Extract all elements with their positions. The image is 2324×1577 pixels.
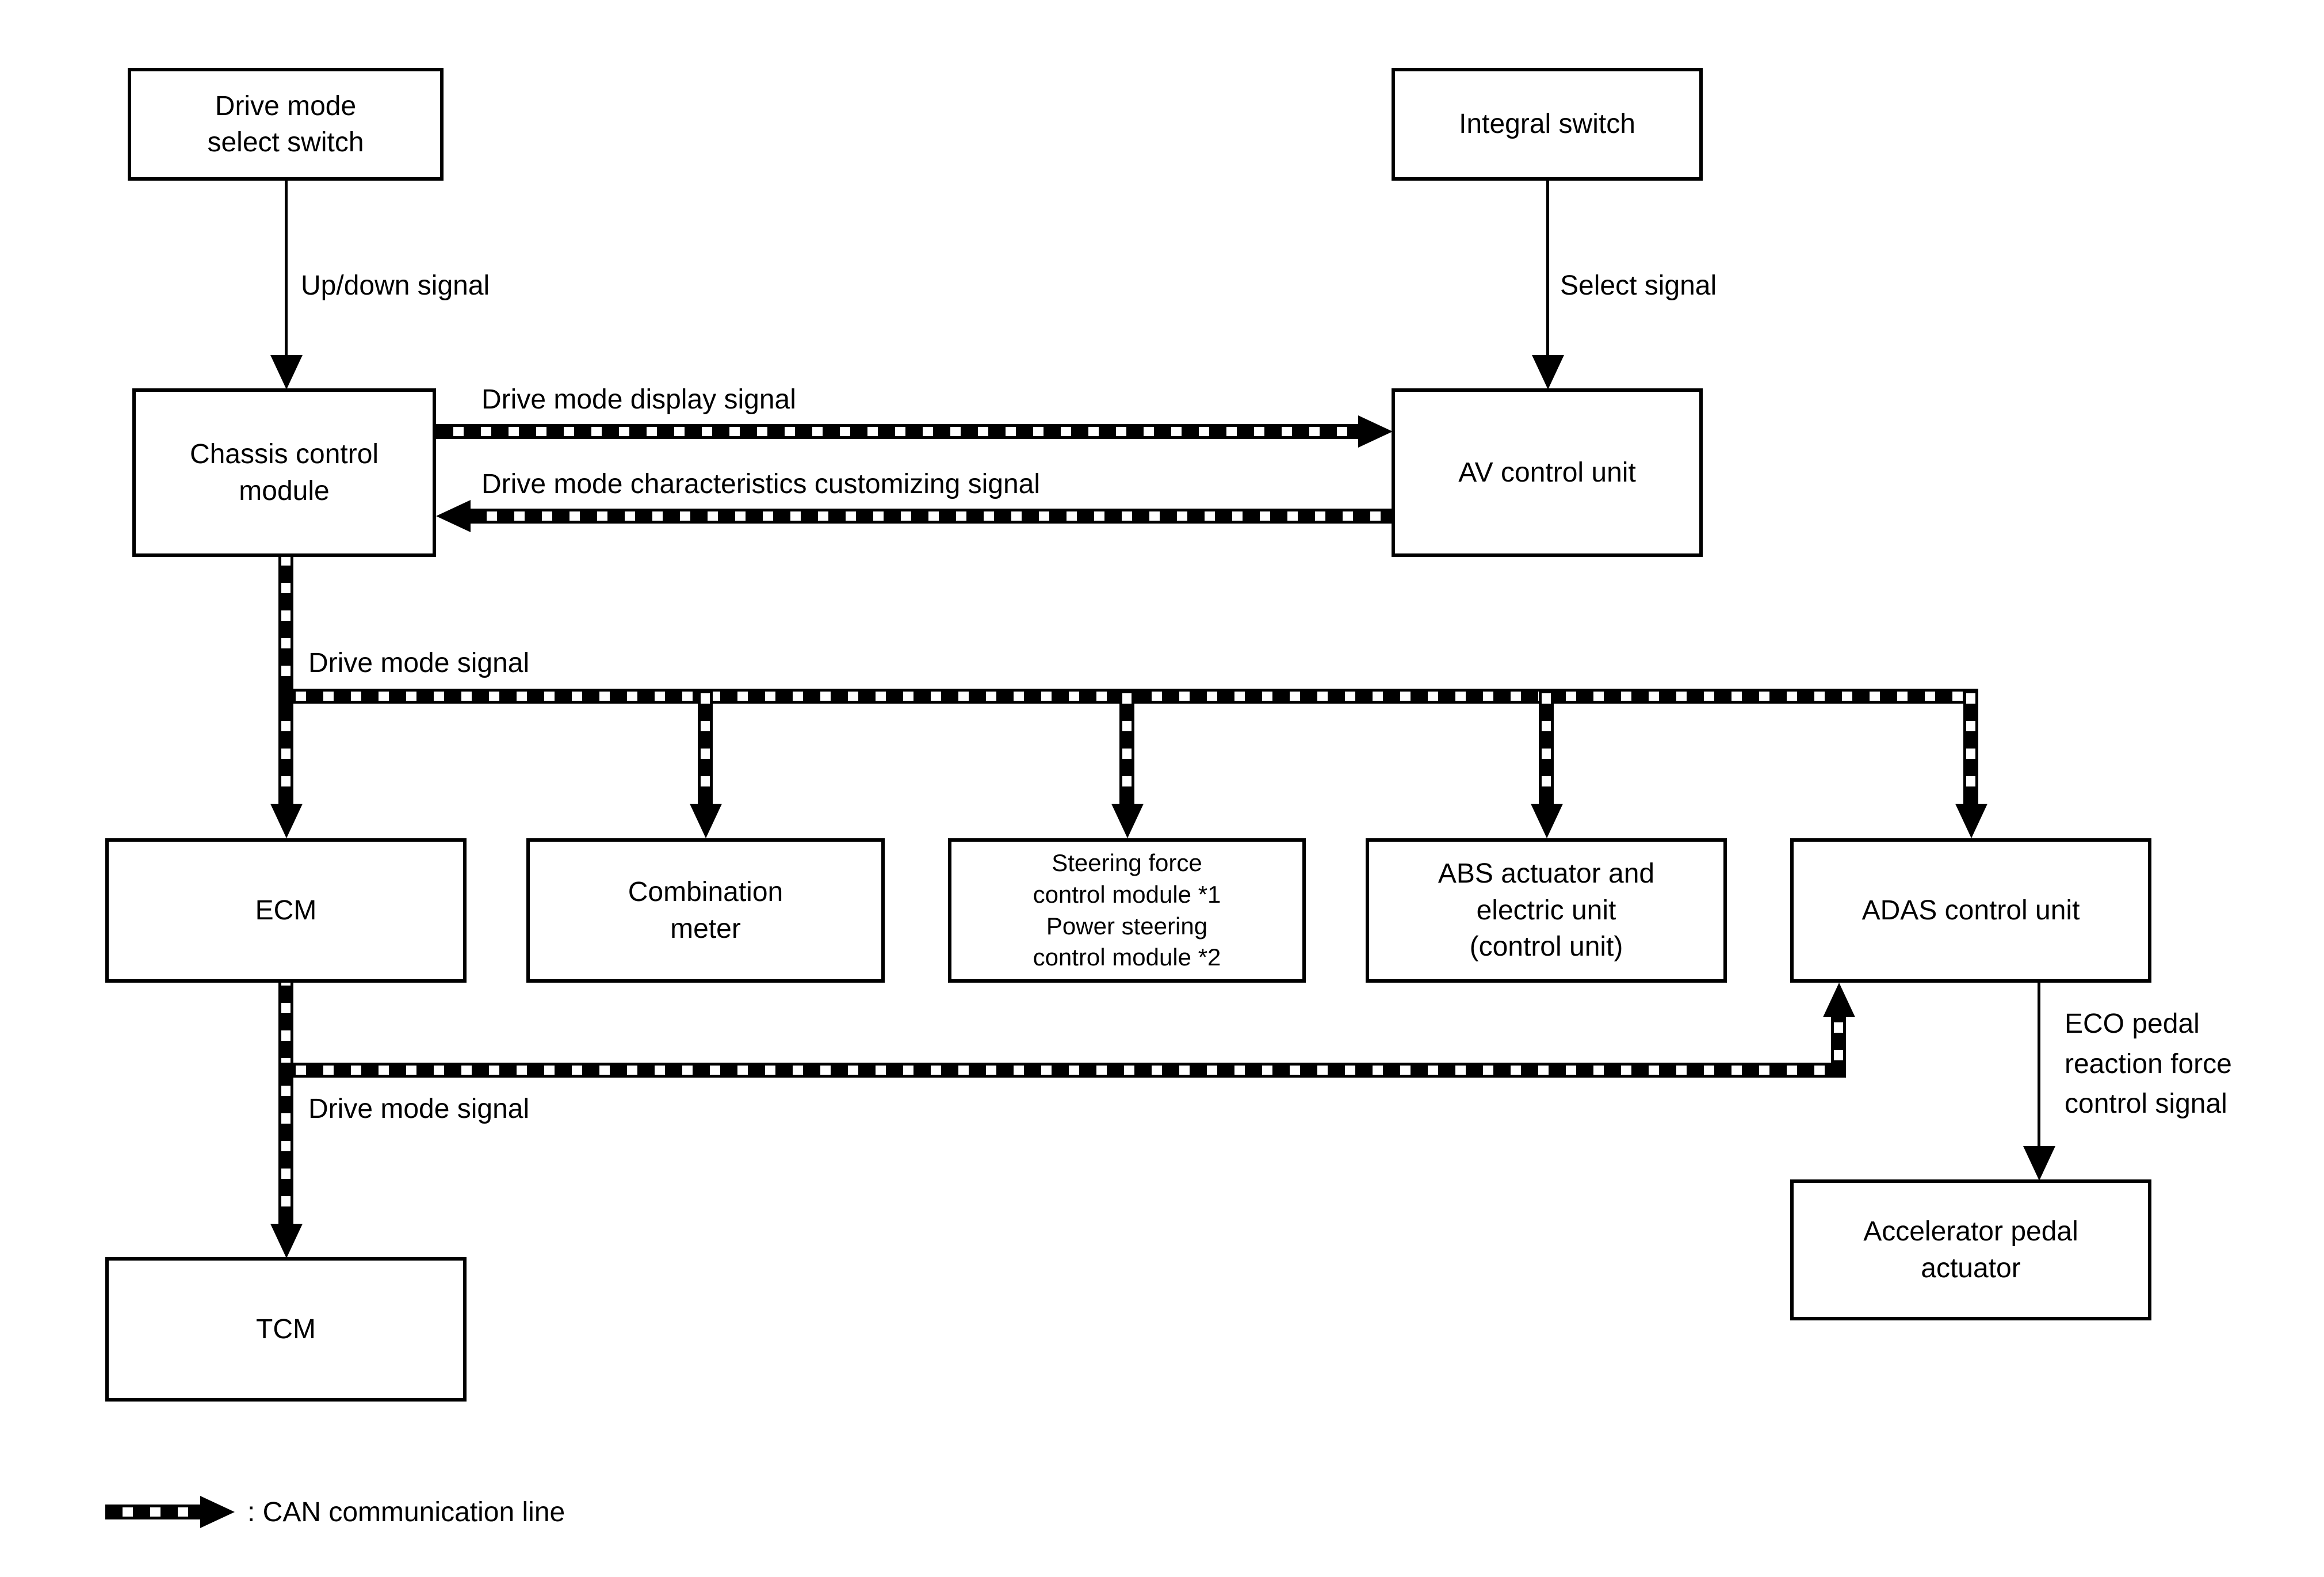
arrowhead-can-into-av-icon bbox=[1358, 415, 1393, 448]
can-line-av-to-chassis bbox=[469, 509, 1392, 524]
arrowhead-can-into-steering-module-icon bbox=[1111, 804, 1144, 838]
label-up-down-signal: Up/down signal bbox=[301, 270, 490, 301]
can-drop-combination-meter bbox=[698, 689, 713, 804]
line-integral-switch-to-av bbox=[1546, 181, 1549, 356]
node-chassis-control-module: Chassis control module bbox=[132, 388, 436, 557]
arrowhead-can-into-ecm-icon bbox=[270, 804, 303, 838]
label-drive-mode-signal-ecm: Drive mode signal bbox=[308, 1094, 530, 1124]
node-integral-switch: Integral switch bbox=[1392, 68, 1703, 181]
arrowhead-into-chassis-icon bbox=[270, 355, 303, 390]
node-ecm: ECM bbox=[105, 838, 467, 983]
arrowhead-can-into-chassis-icon bbox=[436, 500, 471, 532]
can-drop-steering-module bbox=[1119, 689, 1134, 804]
can-riser-into-adas bbox=[1831, 1016, 1846, 1078]
can-drop-abs-actuator bbox=[1539, 689, 1554, 804]
arrowhead-can-into-combination-meter-icon bbox=[690, 804, 722, 838]
label-drive-mode-signal-bus: Drive mode signal bbox=[308, 648, 530, 678]
legend-can-label: : CAN communication line bbox=[247, 1496, 565, 1528]
label-select-signal: Select signal bbox=[1560, 270, 1717, 301]
arrowhead-can-into-adas-bottom-icon bbox=[1823, 983, 1855, 1017]
can-line-chassis-down bbox=[278, 557, 293, 804]
node-combination-meter: Combination meter bbox=[526, 838, 885, 983]
can-line-ecm-to-adas bbox=[278, 1063, 1846, 1078]
node-steering-force-power-steering-module: Steering force control module *1 Power s… bbox=[948, 838, 1306, 983]
can-line-ecm-to-tcm bbox=[278, 983, 293, 1224]
label-drive-mode-display-signal: Drive mode display signal bbox=[481, 384, 796, 415]
can-drop-adas bbox=[1963, 689, 1978, 804]
legend-can-line-sample bbox=[105, 1505, 200, 1519]
label-eco-pedal-signal: ECO pedal reaction force control signal bbox=[2065, 1009, 2232, 1120]
arrowhead-into-av-icon bbox=[1532, 355, 1564, 390]
arrowhead-into-accelerator-icon bbox=[2023, 1146, 2055, 1181]
node-adas-control-unit: ADAS control unit bbox=[1790, 838, 2151, 983]
can-line-chassis-to-av bbox=[436, 424, 1358, 439]
node-av-control-unit: AV control unit bbox=[1392, 388, 1703, 557]
node-tcm: TCM bbox=[105, 1257, 467, 1402]
label-drive-mode-customizing-signal: Drive mode characteristics customizing s… bbox=[481, 469, 1041, 499]
line-select-switch-to-chassis bbox=[285, 181, 288, 356]
line-adas-to-accelerator bbox=[2038, 983, 2040, 1146]
node-accelerator-pedal-actuator: Accelerator pedal actuator bbox=[1790, 1179, 2151, 1320]
legend-arrowhead-icon bbox=[200, 1496, 235, 1528]
arrowhead-can-into-adas-top-icon bbox=[1955, 804, 1987, 838]
node-abs-actuator-electric-unit: ABS actuator and electric unit (control … bbox=[1366, 838, 1727, 983]
node-drive-mode-select-switch: Drive mode select switch bbox=[128, 68, 444, 181]
arrowhead-can-into-abs-icon bbox=[1531, 804, 1563, 838]
arrowhead-can-into-tcm-icon bbox=[270, 1224, 303, 1258]
